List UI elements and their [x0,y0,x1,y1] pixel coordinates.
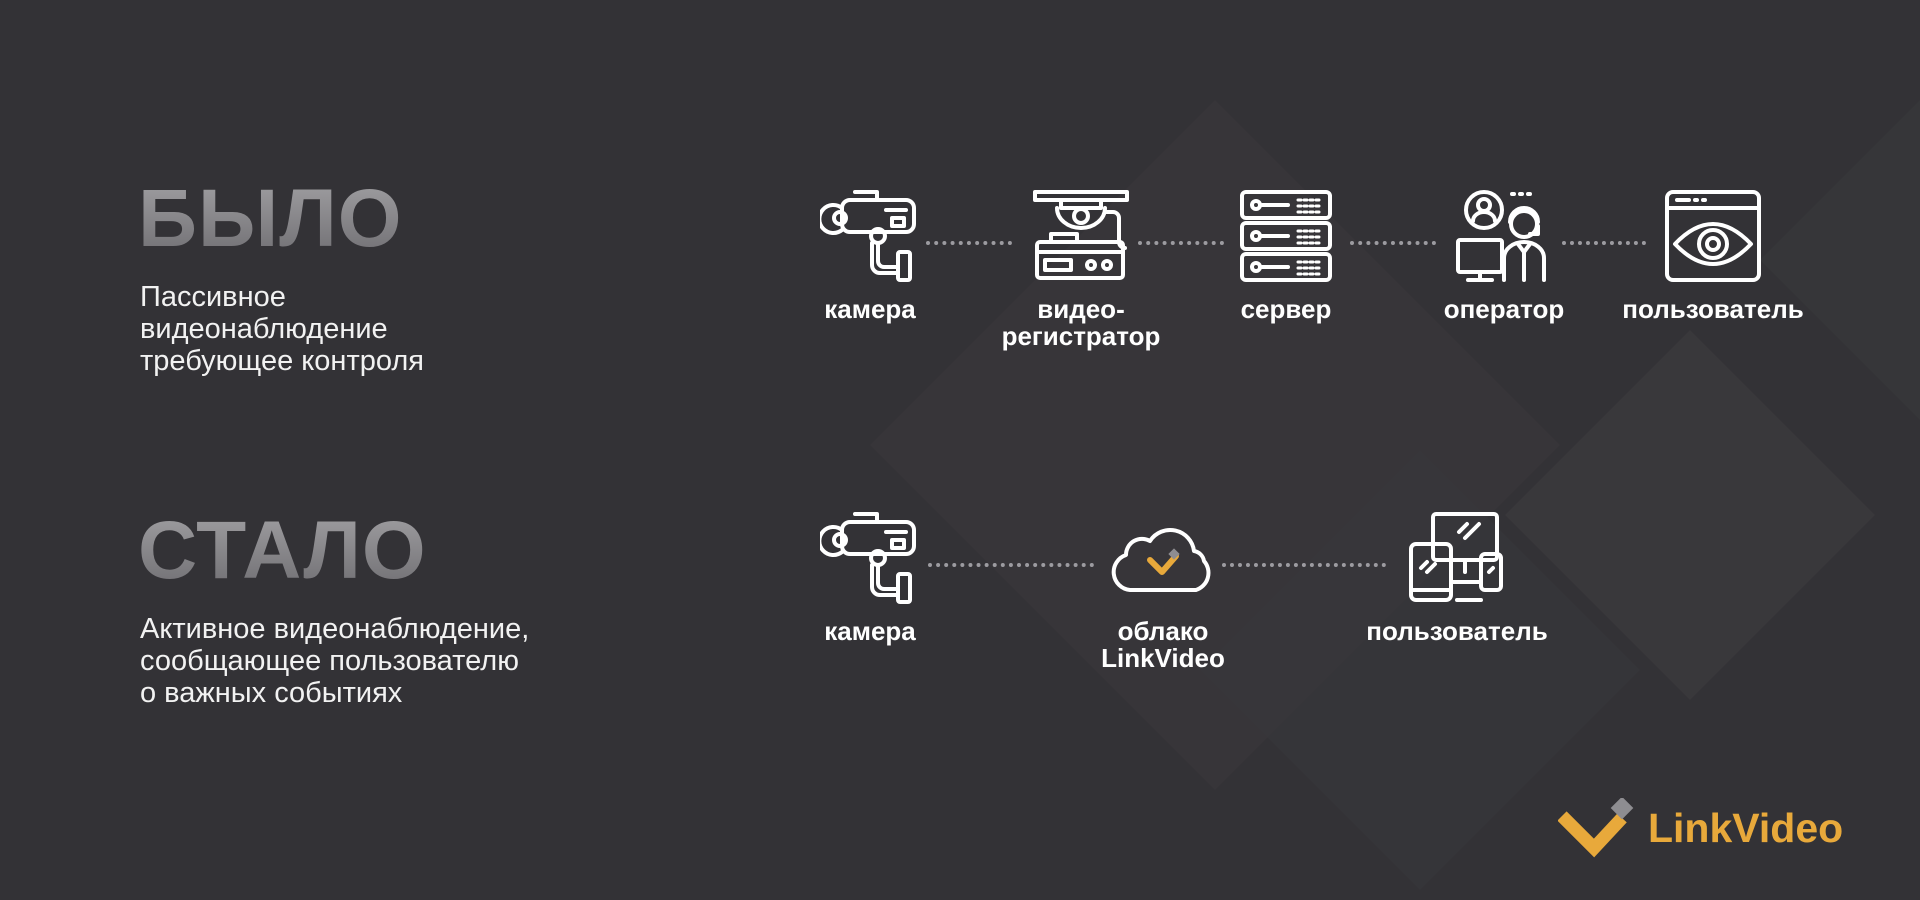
before-node-label-recorder: видео- регистратор [1001,294,1161,351]
after-node-label-user: пользователь [1366,616,1548,646]
before-node-label-camera: камера [824,294,916,324]
connector-line [928,563,1094,567]
linkvideo-logo: LinkVideo [1558,798,1843,858]
after-node-cloud: облако LinkVideo [1073,510,1253,672]
operator-icon [1456,190,1546,282]
connector-line [1222,563,1386,567]
after-subtitle: Активное видеонаблюдение, сообщающее пол… [140,613,530,709]
connector-line [1138,241,1224,245]
before-node-label-user: пользователь [1622,294,1804,324]
cloud-icon [1111,527,1211,592]
after-node-user: пользователь [1350,510,1564,645]
server-rack-icon [1240,190,1332,282]
eye-window-icon [1665,190,1761,282]
linkvideo-logo-icon [1558,798,1634,858]
before-node-operator: оператор [1424,188,1584,323]
before-node-user: пользователь [1608,188,1818,323]
connector-line [1562,241,1646,245]
before-node-label-server: сервер [1240,294,1332,324]
connector-line [926,241,1012,245]
before-node-label-operator: оператор [1443,294,1565,324]
before-node-camera: камера [800,188,940,323]
after-heading: СТАЛО [138,505,427,596]
before-heading: БЫЛО [138,173,403,264]
before-node-recorder: видео- регистратор [978,188,1184,350]
after-node-label-cloud: облако LinkVideo [1101,616,1225,673]
before-subtitle: Пассивное видеонаблюдение требующее конт… [140,281,424,377]
after-node-camera: камера [800,510,940,645]
before-node-server: сервер [1216,188,1356,323]
logo-text: LinkVideo [1648,804,1844,851]
video-recorder-icon [1033,190,1129,280]
cctv-camera-icon [820,190,916,282]
cctv-camera-icon [820,512,916,604]
devices-icon [1409,512,1503,602]
connector-line [1350,241,1436,245]
after-node-label-camera: камера [824,616,916,646]
